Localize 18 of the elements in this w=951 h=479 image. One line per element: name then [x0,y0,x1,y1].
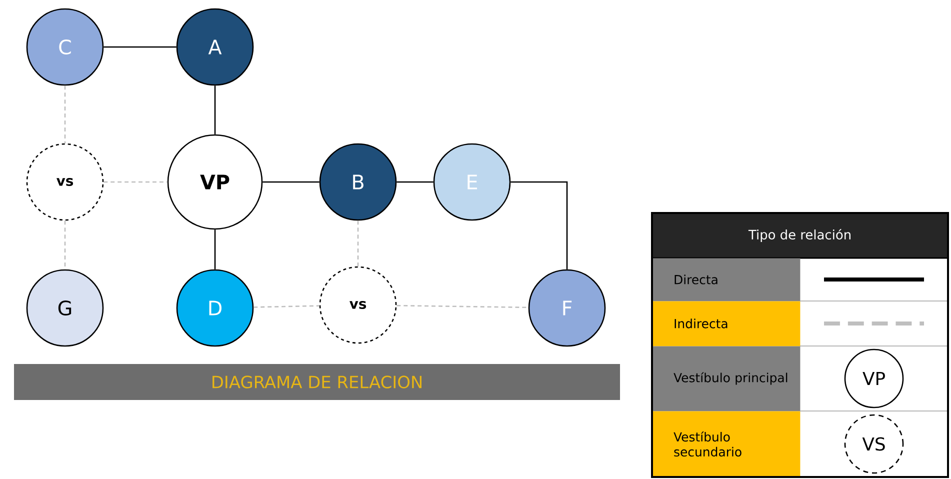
legend-cell: Indirecta [652,301,800,346]
connector-line [396,181,434,183]
connector-line [104,46,176,48]
connector-line [214,230,216,270]
legend-cell: Vestíbulo secundario [652,411,800,478]
dashed-line [396,304,528,308]
dashed-line [64,220,66,270]
connector-line [214,86,216,134]
legend-cell: Vestíbulo principal [652,346,800,412]
legend-header: Tipo de relación [651,212,949,259]
dashed-line [104,181,168,183]
connector-line [262,181,320,183]
legend-cell: Directa [652,258,800,302]
dashed-line [357,220,359,266]
title-banner: DIAGRAMA DE RELACION [14,364,620,400]
connector-line [510,181,568,270]
dashed-line [254,305,320,308]
dashed-line [64,86,66,144]
